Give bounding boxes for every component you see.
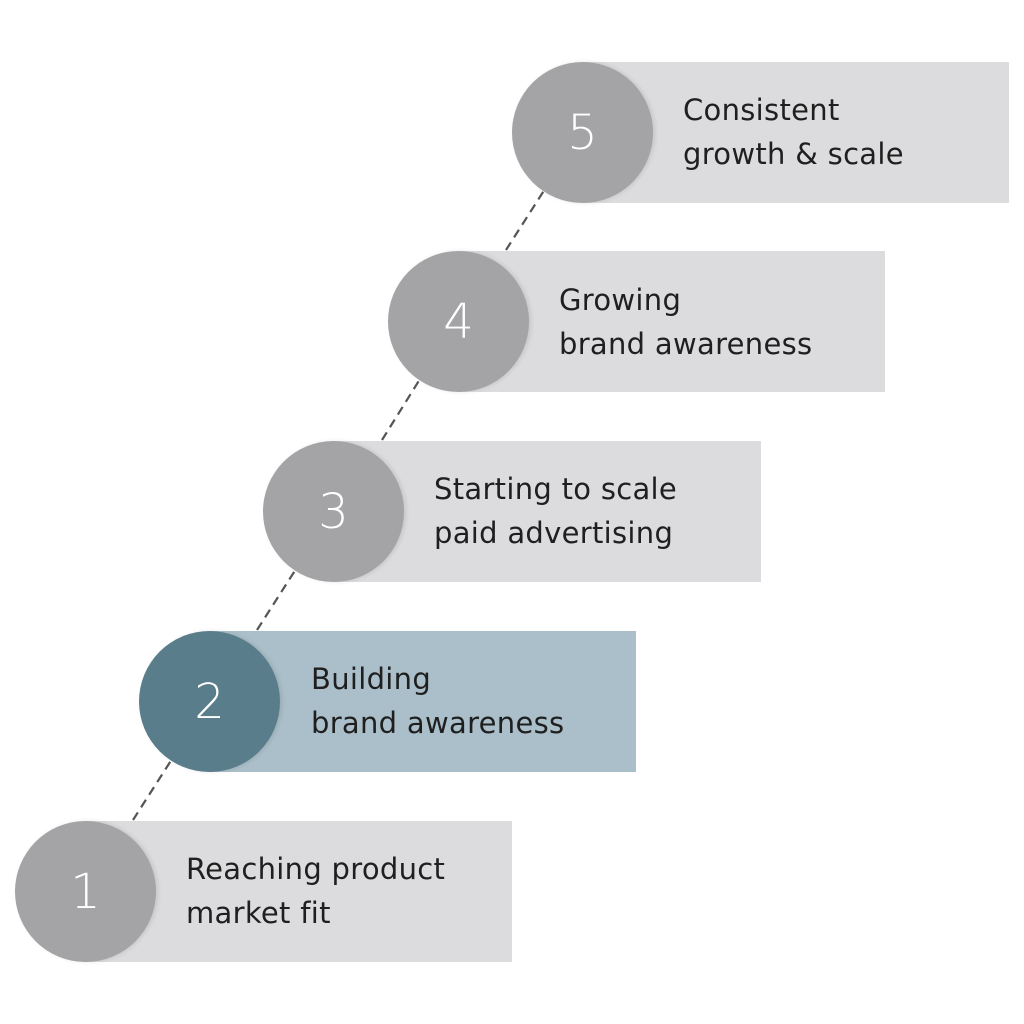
connector-3-4 xyxy=(381,378,421,441)
connector-4-5 xyxy=(505,188,546,251)
step-label-line-1: Consistent xyxy=(683,93,840,127)
step-number-circle: 2 xyxy=(139,631,280,772)
step-bar xyxy=(334,441,761,582)
step-label-line-2: brand awareness xyxy=(311,706,565,740)
connector-2-3 xyxy=(256,568,297,631)
step-number-circle: 3 xyxy=(263,441,404,582)
step-bar xyxy=(85,821,512,962)
step-number-circle: 1 xyxy=(15,821,156,962)
step-bar xyxy=(583,62,1009,203)
step-number-circle: 4 xyxy=(388,251,529,392)
step-number-circle: 5 xyxy=(512,62,653,203)
step-bar xyxy=(210,631,636,772)
step-bar xyxy=(459,251,885,392)
step-label: Building brand awareness xyxy=(311,657,564,745)
step-label: Growing brand awareness xyxy=(559,278,812,366)
step-label-line-2: growth & scale xyxy=(683,137,904,171)
step-label: Consistent growth & scale xyxy=(683,88,904,176)
step-label-line-1: Building xyxy=(311,662,432,696)
step-label-line-1: Growing xyxy=(559,283,682,317)
step-label: Reaching product market fit xyxy=(186,847,445,935)
step-label: Starting to scale paid advertising xyxy=(434,467,677,555)
step-label-line-2: brand awareness xyxy=(559,327,813,361)
step-label-line-2: market fit xyxy=(186,896,331,930)
step-label-line-1: Reaching product xyxy=(186,852,446,886)
step-label-line-1: Starting to scale xyxy=(434,472,678,506)
connector-1-2 xyxy=(132,758,173,821)
step-label-line-2: paid advertising xyxy=(434,516,674,550)
